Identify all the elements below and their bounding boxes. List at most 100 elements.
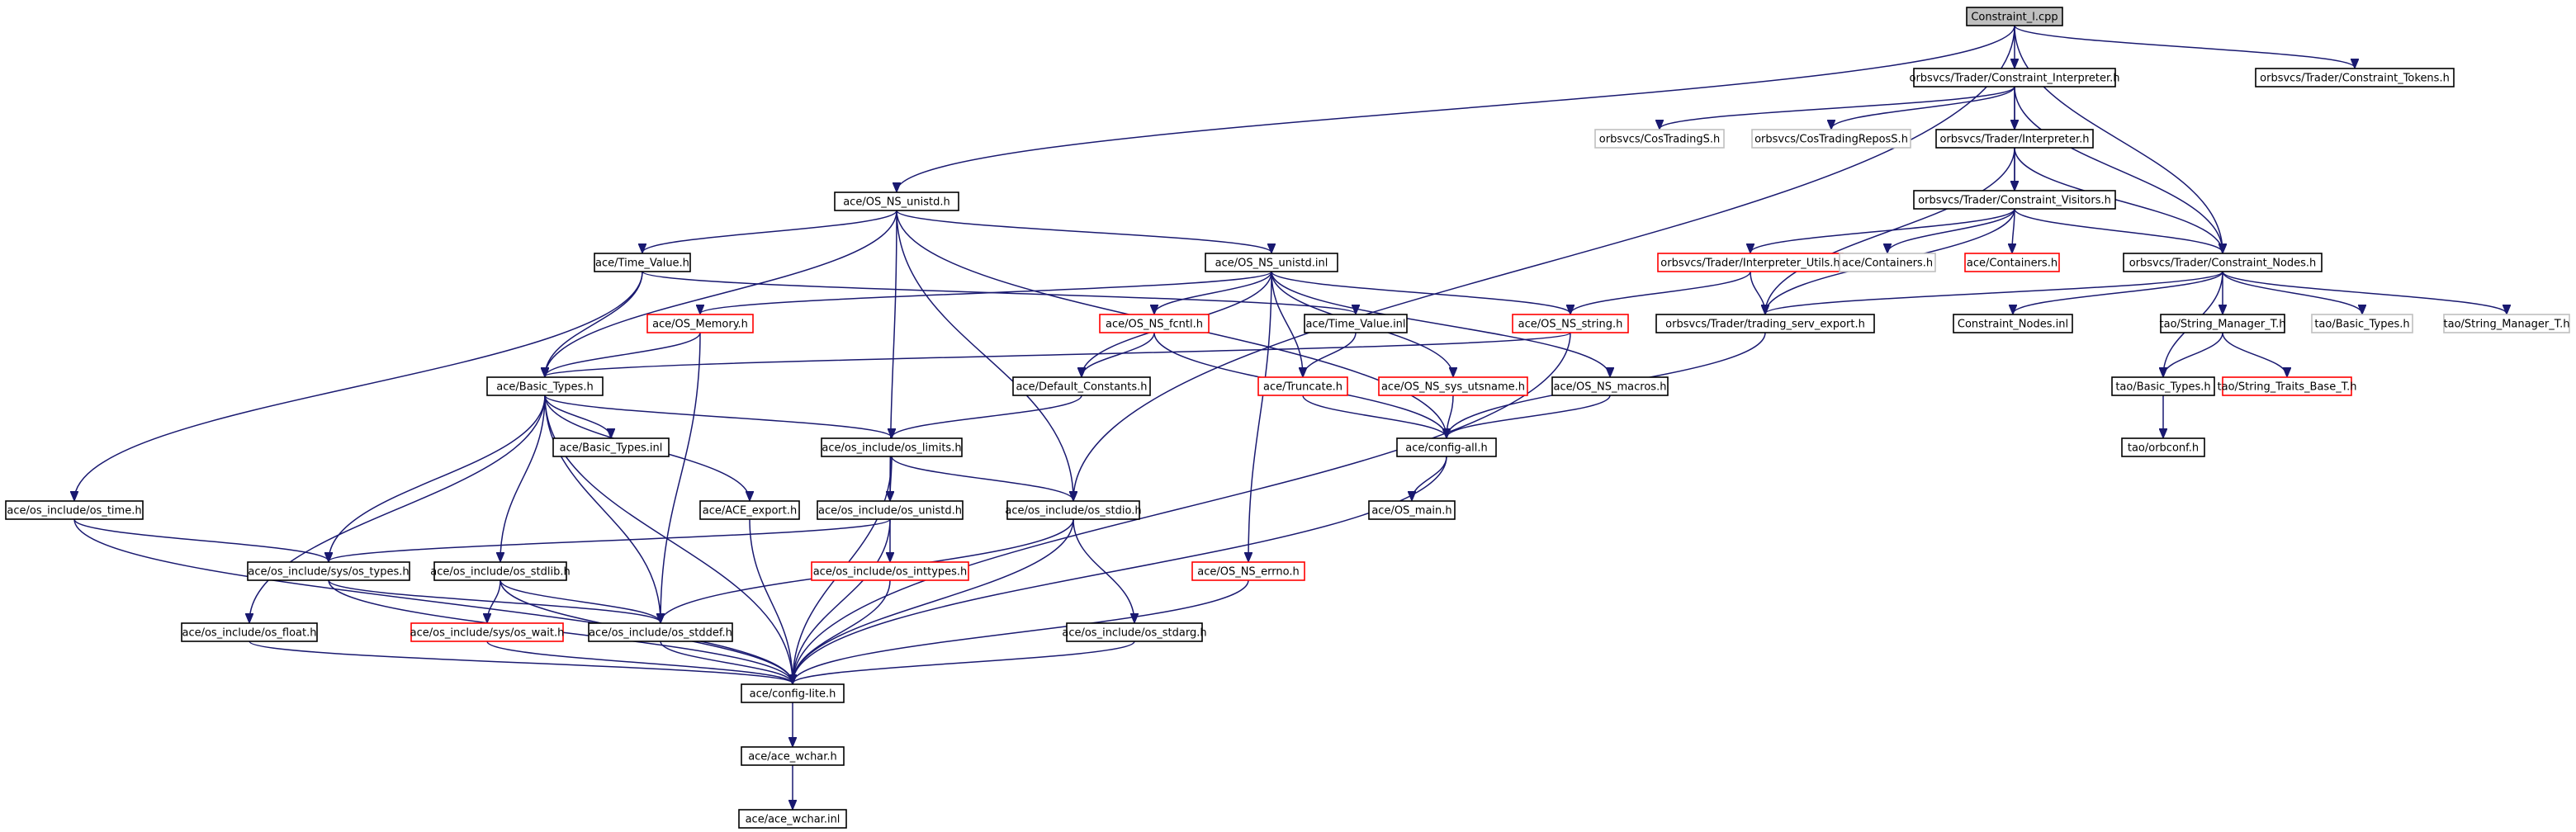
node-label-unistdinl: ace/OS_NS_unistd.inl: [1215, 258, 1328, 270]
node-box-limits: [821, 437, 963, 457]
edge-cnodes-to-smt2: [2222, 271, 2507, 314]
node-label-tse: orbsvcs/Trader/trading_serv_export.h: [1665, 319, 1865, 331]
edge-stdlib-to-wait: [487, 579, 501, 622]
edge-tvh-to-abt: [545, 271, 643, 376]
node-root[interactable]: Constraint_l.cpp: [1966, 7, 2063, 26]
node-orbconf[interactable]: tao/orbconf.h: [2121, 437, 2205, 457]
node-cont1[interactable]: ace/Containers.h: [1839, 253, 1936, 272]
node-stdlib[interactable]: ace/os_include/os_stdlib.h: [430, 561, 571, 581]
node-tbt2[interactable]: tao/Basic_Types.h: [2111, 376, 2215, 396]
node-utsname[interactable]: ace/OS_NS_sys_utsname.h: [1378, 376, 1528, 396]
node-tbt1[interactable]: tao/Basic_Types.h: [2311, 314, 2413, 333]
node-label-defc: ace/Default_Constants.h: [1016, 381, 1147, 394]
node-box-unistdinl: [1205, 253, 1338, 272]
node-cts[interactable]: orbsvcs/CosTradingS.h: [1594, 129, 1725, 149]
node-box-wait: [410, 622, 564, 642]
node-interp[interactable]: orbsvcs/Trader/Interpreter.h: [1935, 129, 2094, 149]
edge-aceexp-to-cfglite: [749, 518, 793, 683]
node-systypes[interactable]: ace/os_include/sys/os_types.h: [247, 561, 410, 581]
node-box-tvh: [594, 253, 691, 272]
node-cfglite[interactable]: ace/config-lite.h: [741, 683, 845, 703]
node-smt[interactable]: tao/String_Manager_T.h: [2160, 314, 2286, 333]
node-errno[interactable]: ace/OS_NS_errno.h: [1191, 561, 1305, 581]
edge-abt-to-limits: [544, 395, 892, 437]
node-osmem[interactable]: ace/OS_Memory.h: [646, 314, 754, 333]
node-abt[interactable]: ace/Basic_Types.h: [486, 376, 604, 396]
edge-abt-to-stdlib: [500, 395, 546, 561]
edge-abt-to-stddef: [544, 395, 661, 622]
node-label-cts: orbsvcs/CosTradingS.h: [1599, 134, 1720, 146]
node-tvh[interactable]: ace/Time_Value.h: [594, 253, 691, 272]
node-ostime[interactable]: ace/os_include/os_time.h: [5, 500, 144, 520]
node-stbt[interactable]: tao/String_Traits_Base_T.h: [2218, 376, 2357, 396]
node-trunc[interactable]: ace/Truncate.h: [1257, 376, 1348, 396]
node-cont2[interactable]: ace/Containers.h: [1964, 253, 2060, 272]
node-box-cont1: [1839, 253, 1936, 272]
node-box-ctok: [2255, 68, 2455, 87]
node-cfgall[interactable]: ace/config-all.h: [1396, 437, 1497, 457]
node-label-tbt1: tao/Basic_Types.h: [2314, 319, 2409, 331]
node-smt2[interactable]: tao/String_Manager_T.h: [2443, 314, 2570, 333]
node-label-abt: ace/Basic_Types.h: [496, 381, 593, 394]
node-float[interactable]: ace/os_include/os_float.h: [181, 622, 318, 642]
node-aceexp[interactable]: ace/ACE_export.h: [699, 500, 800, 520]
node-nsstr[interactable]: ace/OS_NS_string.h: [1512, 314, 1629, 333]
node-label-root: Constraint_l.cpp: [1971, 12, 2057, 24]
nodes-layer: Constraint_l.cpp orbsvcs/Trader/Constrain…: [5, 7, 2570, 829]
node-label-ctok: orbsvcs/Trader/Constraint_Tokens.h: [2260, 73, 2450, 85]
node-box-ci: [1913, 68, 2116, 87]
node-osmain[interactable]: ace/OS_main.h: [1368, 500, 1456, 520]
edge-unistd-to-stdio: [896, 210, 1073, 500]
node-label-smt: tao/String_Manager_T.h: [2160, 319, 2286, 331]
node-label-stdio: ace/os_include/os_stdio.h: [1005, 505, 1141, 518]
node-box-cfglite: [741, 683, 845, 703]
node-label-tvinl: ace/Time_Value.inl: [1305, 319, 1405, 331]
node-fcntl[interactable]: ace/OS_NS_fcntl.h: [1099, 314, 1210, 333]
node-label-tvh: ace/Time_Value.h: [595, 258, 689, 270]
node-wcharh[interactable]: ace/ace_wchar.h: [741, 746, 845, 766]
node-box-wcharh: [741, 746, 845, 766]
node-box-stdlib: [433, 561, 567, 581]
node-box-stbt: [2222, 376, 2352, 396]
node-osunistd[interactable]: ace/os_include/os_unistd.h: [817, 500, 964, 520]
node-stdarg[interactable]: ace/os_include/os_stdarg.h: [1062, 622, 1207, 642]
node-stdio[interactable]: ace/os_include/os_stdio.h: [1005, 500, 1142, 520]
node-label-systypes: ace/os_include/sys/os_types.h: [248, 566, 409, 579]
node-defc[interactable]: ace/Default_Constants.h: [1012, 376, 1151, 396]
edge-unistdinl-to-osmem: [700, 271, 1272, 314]
node-label-errno: ace/OS_NS_errno.h: [1197, 566, 1300, 579]
node-stddef[interactable]: ace/os_include/os_stddef.h: [588, 622, 733, 642]
edge-ci-to-cts: [1660, 86, 2015, 129]
node-ci[interactable]: orbsvcs/Trader/Constraint_Interpreter.h: [1910, 68, 2120, 87]
edge-root-to-unistd: [897, 25, 2015, 191]
node-cnodes[interactable]: orbsvcs/Trader/Constraint_Nodes.h: [2123, 253, 2323, 272]
node-wcharinl[interactable]: ace/ace_wchar.inl: [738, 809, 847, 829]
edge-root-to-cnodes: [2014, 25, 2223, 253]
node-box-stdarg: [1066, 622, 1203, 642]
node-cv[interactable]: orbsvcs/Trader/Constraint_Visitors.h: [1913, 190, 2116, 210]
node-limits[interactable]: ace/os_include/os_limits.h: [821, 437, 963, 457]
node-macros[interactable]: ace/OS_NS_macros.h: [1551, 376, 1669, 396]
node-box-cv: [1913, 190, 2116, 210]
edge-stddef-to-cfglite: [660, 641, 793, 683]
node-btinl[interactable]: ace/Basic_Types.inl: [552, 437, 670, 457]
node-box-abt: [486, 376, 604, 396]
node-unistdinl[interactable]: ace/OS_NS_unistd.inl: [1205, 253, 1338, 272]
node-tse[interactable]: orbsvcs/Trader/trading_serv_export.h: [1655, 314, 1875, 333]
node-tvinl[interactable]: ace/Time_Value.inl: [1304, 314, 1408, 333]
edge-unistdinl-to-fcntl: [1154, 271, 1272, 314]
node-box-osmain: [1368, 500, 1456, 520]
node-label-wcharinl: ace/ace_wchar.inl: [746, 814, 841, 826]
edges-layer: [74, 25, 2507, 809]
node-iutils[interactable]: orbsvcs/Trader/Interpreter_Utils.h: [1657, 253, 1844, 272]
node-cninl[interactable]: Constraint_Nodes.inl: [1953, 314, 2073, 333]
node-ctrs[interactable]: orbsvcs/CosTradingReposS.h: [1751, 129, 1911, 149]
edge-stdio-to-stdarg: [1073, 518, 1134, 622]
node-wait[interactable]: ace/os_include/sys/os_wait.h: [410, 622, 565, 642]
node-ctok[interactable]: orbsvcs/Trader/Constraint_Tokens.h: [2255, 68, 2455, 87]
edge-float-to-cfglite: [249, 641, 793, 683]
edge-iutils-to-nsstr: [1570, 271, 1751, 314]
node-inttypes[interactable]: ace/os_include/os_inttypes.h: [811, 561, 969, 581]
edge-unistdinl-to-trunc: [1271, 271, 1303, 376]
node-unistd[interactable]: ace/OS_NS_unistd.h: [834, 191, 959, 211]
